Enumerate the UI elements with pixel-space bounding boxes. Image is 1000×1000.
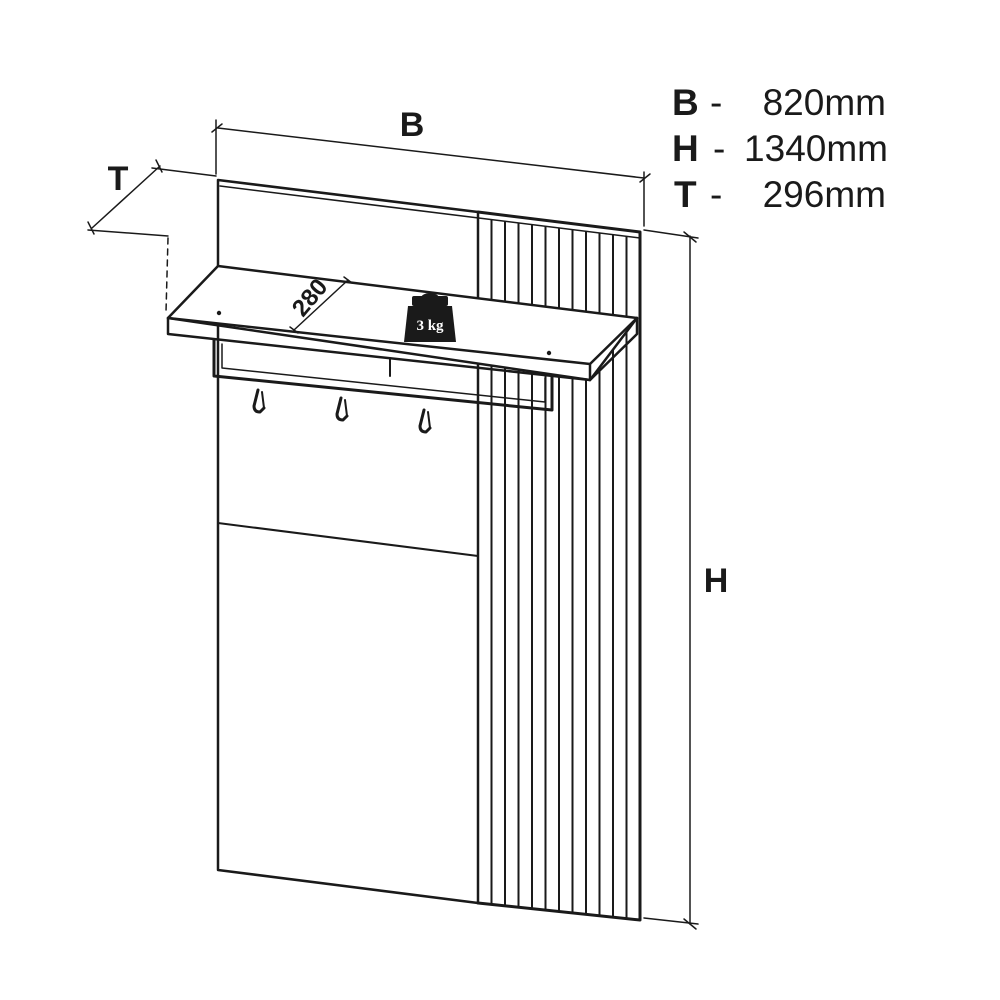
hook — [418, 408, 432, 434]
spec-row-depth: T - 296mm — [674, 174, 886, 215]
spec-dash: - — [710, 174, 722, 215]
hook — [252, 388, 266, 414]
spec-letter: B — [672, 82, 699, 123]
spec-value: 1340mm — [744, 128, 888, 169]
spec-dash: - — [710, 82, 722, 123]
width-dimension-label: B — [400, 106, 425, 144]
depth-dimension-label: T — [108, 160, 129, 198]
weight-label: 3 kg — [416, 318, 444, 334]
width-dimension: B — [211, 106, 651, 227]
height-dimension: H — [643, 229, 729, 930]
screw-dot — [216, 310, 222, 316]
shelf — [166, 264, 639, 382]
weight-badge: 3 kg — [404, 293, 456, 342]
spec-row-width: B - 820mm — [672, 82, 886, 123]
depth-dimension: T — [87, 159, 217, 313]
spec-letter: H — [672, 128, 699, 169]
spec-value: 296mm — [763, 174, 886, 215]
hook — [335, 396, 349, 422]
spec-letter: T — [674, 174, 697, 215]
spec-row-height: H - 1340mm — [672, 128, 888, 169]
hooks — [252, 388, 432, 434]
screw-dot — [546, 350, 552, 356]
spec-value: 820mm — [763, 82, 886, 123]
hanging-rail — [212, 338, 554, 412]
spec-dash: - — [713, 128, 725, 169]
dimension-spec-list: B - 820mm H - 1340mm T - 296mm — [672, 82, 888, 215]
weight-icon — [404, 293, 456, 342]
height-dimension-label: H — [704, 562, 729, 600]
